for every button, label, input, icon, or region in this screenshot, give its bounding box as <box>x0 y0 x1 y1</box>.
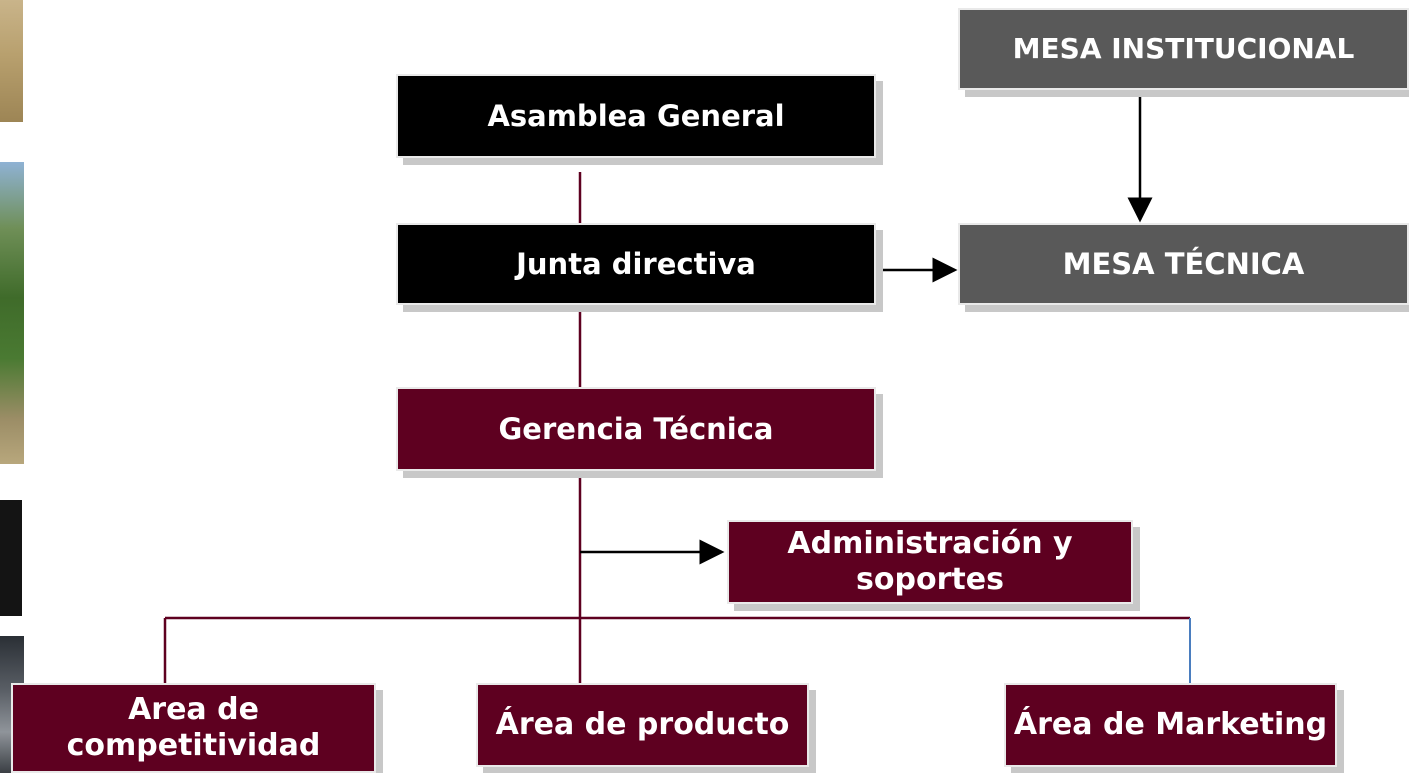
side-photo-trees <box>0 162 24 464</box>
area-competitividad-box: Area de competitividad <box>11 683 376 773</box>
administracion-box: Administración y soportes <box>727 520 1133 604</box>
mesa-tecnica-label: MESA TÉCNICA <box>1062 246 1305 281</box>
junta-directiva-label: Junta directiva <box>516 246 756 281</box>
side-photo-dark <box>0 500 22 616</box>
asamblea-general-label: Asamblea General <box>487 98 785 133</box>
mesa-institucional-box: MESA INSTITUCIONAL <box>958 8 1409 90</box>
administracion-label: Administración y soportes <box>787 526 1073 597</box>
area-producto-label: Área de producto <box>495 707 790 742</box>
area-producto-box: Área de producto <box>476 683 809 767</box>
area-marketing-box: Área de Marketing <box>1004 683 1337 767</box>
side-photo-field <box>0 0 23 122</box>
asamblea-general-box: Asamblea General <box>396 74 876 158</box>
gerencia-tecnica-label: Gerencia Técnica <box>498 411 774 446</box>
junta-directiva-box: Junta directiva <box>396 223 876 305</box>
area-competitividad-label: Area de competitividad <box>66 692 321 763</box>
mesa-tecnica-box: MESA TÉCNICA <box>958 223 1409 305</box>
area-marketing-label: Área de Marketing <box>1013 707 1328 742</box>
gerencia-tecnica-box: Gerencia Técnica <box>396 387 876 471</box>
mesa-institucional-label: MESA INSTITUCIONAL <box>1012 32 1355 66</box>
